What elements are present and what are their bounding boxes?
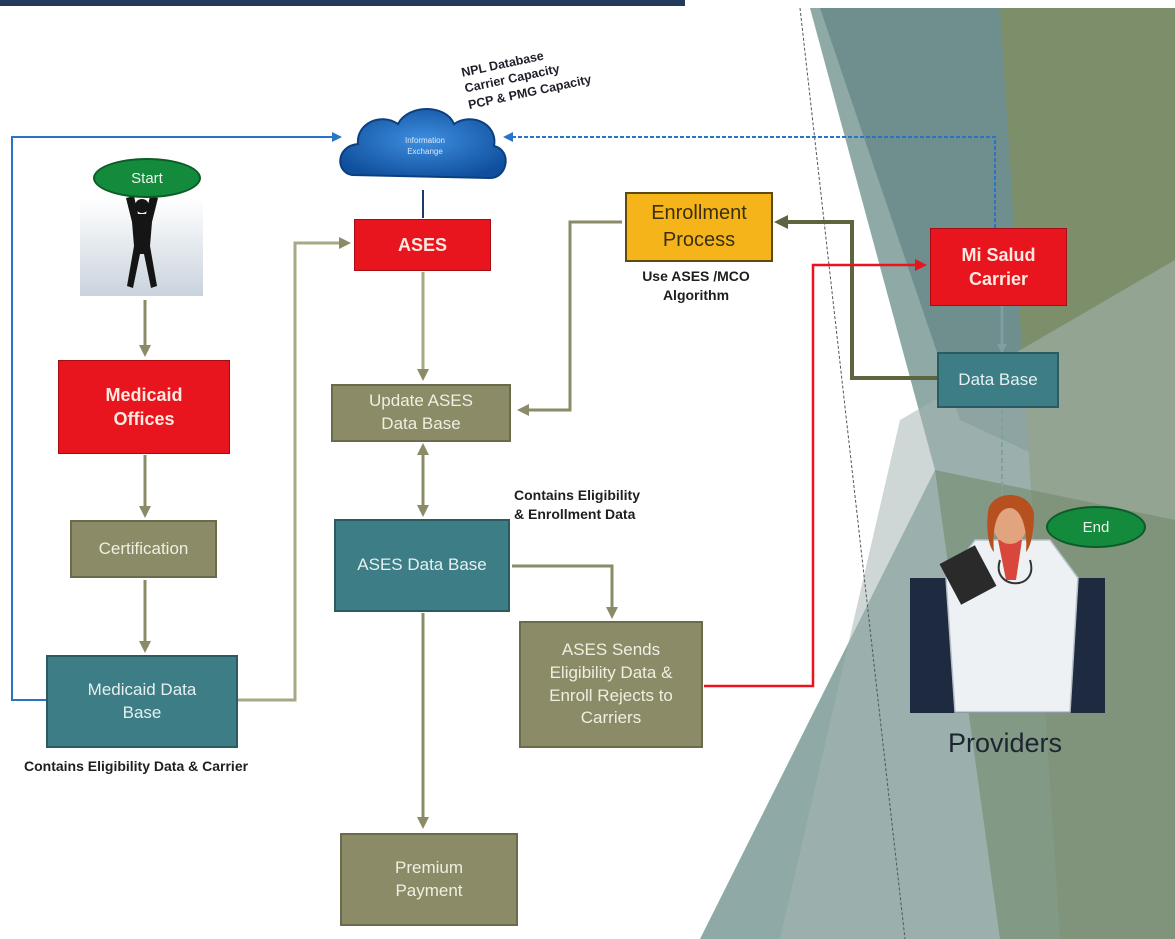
algorithm-note: Use ASES /MCO Algorithm <box>642 268 750 303</box>
end-oval: End <box>1046 506 1146 548</box>
arrow-sends-to-carrier <box>704 259 927 688</box>
arrow-enrollment-to-update <box>517 220 622 416</box>
premium-payment-box: Premium Payment <box>340 833 518 926</box>
arrow-medicaid-to-cloud <box>11 132 342 701</box>
information-exchange-label: Information Exchange <box>404 136 446 156</box>
information-exchange-cloud-icon <box>339 108 507 180</box>
arrow-asesdb-to-sends <box>512 564 618 619</box>
medicaid-offices-box: Medicaid Offices <box>58 360 230 454</box>
top-border-bar <box>0 0 685 6</box>
eligibility-enrollment-note: Contains Eligibility & Enrollment Data <box>514 487 641 522</box>
enrollment-process-box: Enrollment Process <box>625 192 773 262</box>
certification-box: Certification <box>70 520 217 578</box>
arrow-carrier-to-cloud <box>503 132 996 228</box>
mi-salud-carrier-box: Mi Salud Carrier <box>930 228 1067 306</box>
update-ases-data-base-box: Update ASES Data Base <box>331 384 511 442</box>
person-lifting-icon <box>126 196 158 288</box>
ases-sends-box: ASES Sends Eligibility Data & Enroll Rej… <box>519 621 703 748</box>
arrow-database-to-enrollment <box>774 215 938 380</box>
ases-box: ASES <box>354 219 491 271</box>
providers-label: Providers <box>948 728 1063 758</box>
medicaid-data-base-box: Medicaid Data Base <box>46 655 238 748</box>
doctor-icon <box>939 495 1079 713</box>
ases-data-base-box: ASES Data Base <box>334 519 510 612</box>
data-base-box: Data Base <box>937 352 1059 408</box>
decor-dashed-line <box>799 7 906 939</box>
eligibility-carrier-note: Contains Eligibility Data & Carrier <box>24 758 249 774</box>
arrow-mdb-to-ases <box>238 237 351 702</box>
start-oval: Start <box>93 158 201 198</box>
